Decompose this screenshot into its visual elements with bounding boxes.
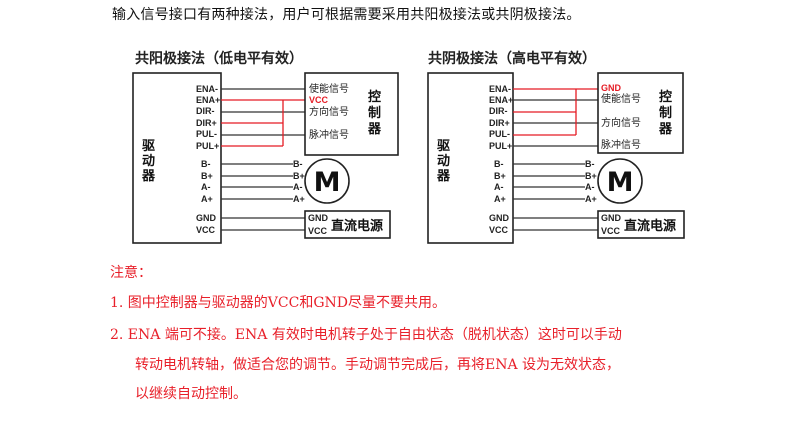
signal-enable: 使能信号 [601,92,641,105]
motor-pin-a-minus: A- [585,182,595,192]
pin-dir-plus: DIR+ [489,118,510,128]
note-item-2-line-3: 以继续自动控制。 [135,386,247,402]
power-pin-vcc: VCC [601,226,621,236]
controller-box [304,72,399,156]
dc-power-box [304,210,391,239]
pin-ena-plus: ENA+ [196,95,220,105]
diagram-title-common-anode: 共阳极接法（低电平有效） [135,51,303,67]
pin-b-minus: B- [201,159,211,169]
driver-box [427,72,514,244]
diagram-common-cathode: 驱 动 器 ENA- ENA+ DIR- DIR+ PUL- PUL+ B- B… [427,72,685,244]
pin-ena-minus: ENA- [196,84,218,94]
driver-label-1: 驱 [437,139,450,154]
motor-pin-b-minus: B- [585,159,595,169]
pin-pul-plus: PUL+ [489,141,512,151]
intro-text: 输入信号接口有两种接法，用户可根据需要采用共阳极接法或共阴极接法。 [112,7,581,23]
motor-pin-b-minus: B- [293,159,303,169]
pin-vcc: VCC [489,225,509,235]
driver-label-3: 器 [141,169,156,184]
pin-a-plus: A+ [201,194,213,204]
driver-label-2: 动 [437,154,450,169]
diagram-title-common-cathode: 共阴极接法（高电平有效） [428,51,596,67]
controller-box [597,72,684,154]
motor-pin-a-plus: A+ [585,194,597,204]
signal-direction: 方向信号 [309,105,349,118]
motor-pin-a-plus: A+ [293,194,305,204]
pin-a-minus: A- [201,182,211,192]
driver-label-1: 驱 [142,139,155,154]
controller-label-1: 控 [659,89,672,105]
note-item-1: 1. 图中控制器与驱动器的VCC和GND尽量不要共用。 [110,295,446,311]
pin-gnd: GND [489,213,510,223]
notes-heading: 注意： [110,265,152,281]
pin-dir-plus: DIR+ [196,118,217,128]
motor-icon [597,158,643,204]
motor-label: M [607,167,634,198]
controller-label-2: 制 [368,105,381,121]
pin-pul-minus: PUL- [196,129,217,139]
pin-pul-minus: PUL- [489,129,510,139]
signal-vcc: VCC [309,95,329,105]
signal-enable: 使能信号 [309,82,349,95]
pin-a-plus: A+ [494,194,506,204]
signal-pulse: 脉冲信号 [309,128,349,141]
signal-gnd: GND [601,83,622,93]
motor-pin-b-plus: B+ [585,171,597,181]
controller-label-3: 器 [367,122,382,137]
controller-label-3: 器 [658,122,673,137]
pin-pul-plus: PUL+ [196,141,219,151]
pin-dir-minus: DIR- [196,106,215,116]
motor-label: M [314,167,341,198]
controller-label-2: 制 [659,105,672,121]
driver-box [132,72,222,244]
pin-ena-minus: ENA- [489,84,511,94]
pin-gnd: GND [196,213,217,223]
motor-pin-a-minus: A- [293,182,303,192]
dc-power-label: 直流电源 [331,218,383,234]
power-pin-gnd: GND [601,213,622,223]
motor-pin-b-plus: B+ [293,171,305,181]
signal-pulse: 脉冲信号 [601,138,641,151]
pin-b-plus: B+ [201,171,213,181]
dc-power-box [597,210,685,239]
driver-label-3: 器 [436,169,451,184]
note-item-2-line-2: 转动电机转轴，做适合您的调节。手动调节完成后，再将ENA 设为无效状态， [135,357,621,373]
note-item-2: 2. ENA 端可不接。ENA 有效时电机转子处于自由状态（脱机状态）这时可以手… [110,327,622,343]
diagram-common-anode: 驱 动 器 ENA- ENA+ DIR- DIR+ PUL- PUL+ B- B… [132,72,399,244]
pin-dir-minus: DIR- [489,106,508,116]
pin-b-plus: B+ [494,171,506,181]
signal-direction: 方向信号 [601,116,641,129]
pin-ena-plus: ENA+ [489,95,513,105]
power-pin-gnd: GND [308,213,329,223]
pin-a-minus: A- [494,182,504,192]
motor-icon [304,158,350,204]
power-pin-vcc: VCC [308,226,328,236]
controller-label-1: 控 [368,89,381,105]
dc-power-label: 直流电源 [624,218,676,234]
pin-b-minus: B- [494,159,504,169]
driver-label-2: 动 [142,154,155,169]
pin-vcc: VCC [196,225,216,235]
